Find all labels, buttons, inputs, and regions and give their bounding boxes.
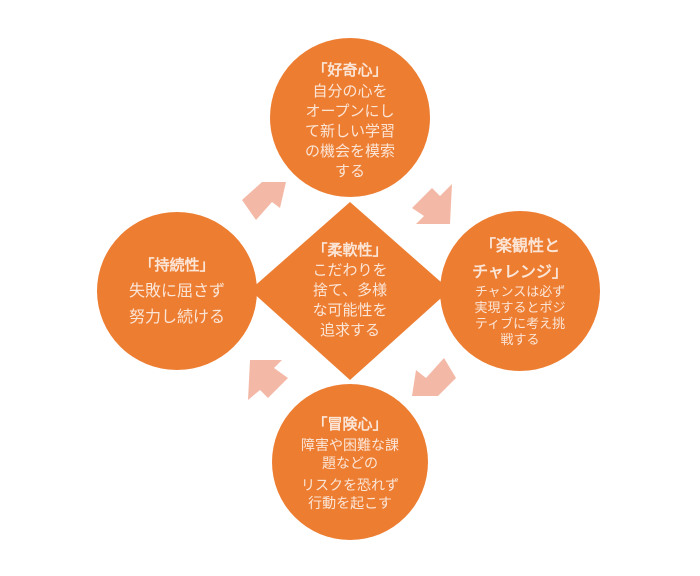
node-optimism-title: 「楽観性と	[479, 236, 560, 255]
node-persistence-title: 「持続性」	[139, 256, 215, 274]
node-flexibility-line: 追求する	[319, 321, 380, 339]
node-curiosity-line: 自分の心を	[312, 81, 388, 100]
node-adventurous-spirit: 「冒険心」 障害や困難な課 題などの リスクを恐れず 行動を起こす	[272, 384, 428, 540]
node-flexibility-line: 捨て、多様	[312, 281, 388, 299]
node-adventure-title: 「冒険心」	[312, 415, 388, 433]
node-persistence-line: 失敗に屈さず	[128, 281, 225, 300]
node-curiosity: 「好奇心」 自分の心を オープンにし て新しい学習 の機会を模索 する	[270, 38, 430, 197]
arrow-top-to-right-icon	[412, 184, 452, 224]
node-optimism-line: 戦する	[500, 333, 540, 348]
node-curiosity-line: する	[334, 161, 365, 180]
node-curiosity-line: オープンにし	[305, 101, 395, 120]
node-optimism-title: チャレンジ」	[472, 262, 568, 281]
node-curiosity-title: 「好奇心」	[312, 60, 388, 79]
node-persistence-line: 努力し続ける	[128, 307, 225, 326]
node-persistence: 「持続性」 失敗に屈さず 努力し続ける	[97, 212, 257, 370]
node-adventure-line: 題などの	[322, 456, 378, 472]
node-optimism-line: 実現するとポジ	[474, 301, 566, 316]
node-optimism-line: ティブに考え挑	[474, 317, 566, 332]
center-diamond-shape	[250, 202, 450, 380]
node-flexibility-title: 「柔軟性」	[312, 241, 388, 259]
node-flexibility: 「柔軟性」 こだわりを 捨て、多様 な可能性を 追求する	[250, 200, 450, 380]
node-optimism-challenge: 「楽観性と チャレンジ」 チャンスは必ず 実現するとポジ ティブに考え挑 戦する	[440, 211, 600, 371]
arrow-left-to-top-icon	[242, 182, 286, 220]
node-adventure-line: 障害や困難な課	[301, 438, 399, 454]
node-flexibility-line: な可能性を	[312, 301, 388, 319]
arrow-bottom-to-left-icon	[248, 360, 288, 400]
node-curiosity-line: て新しい学習	[304, 121, 395, 140]
node-optimism-line: チャンスは必ず	[474, 285, 566, 300]
node-adventure-line: リスクを恐れず	[301, 478, 399, 494]
node-curiosity-line: の機会を模索	[304, 141, 395, 160]
node-adventure-line: 行動を起こす	[308, 496, 392, 512]
node-flexibility-line: こだわりを	[312, 261, 388, 279]
arrow-right-to-bottom-icon	[412, 358, 456, 396]
